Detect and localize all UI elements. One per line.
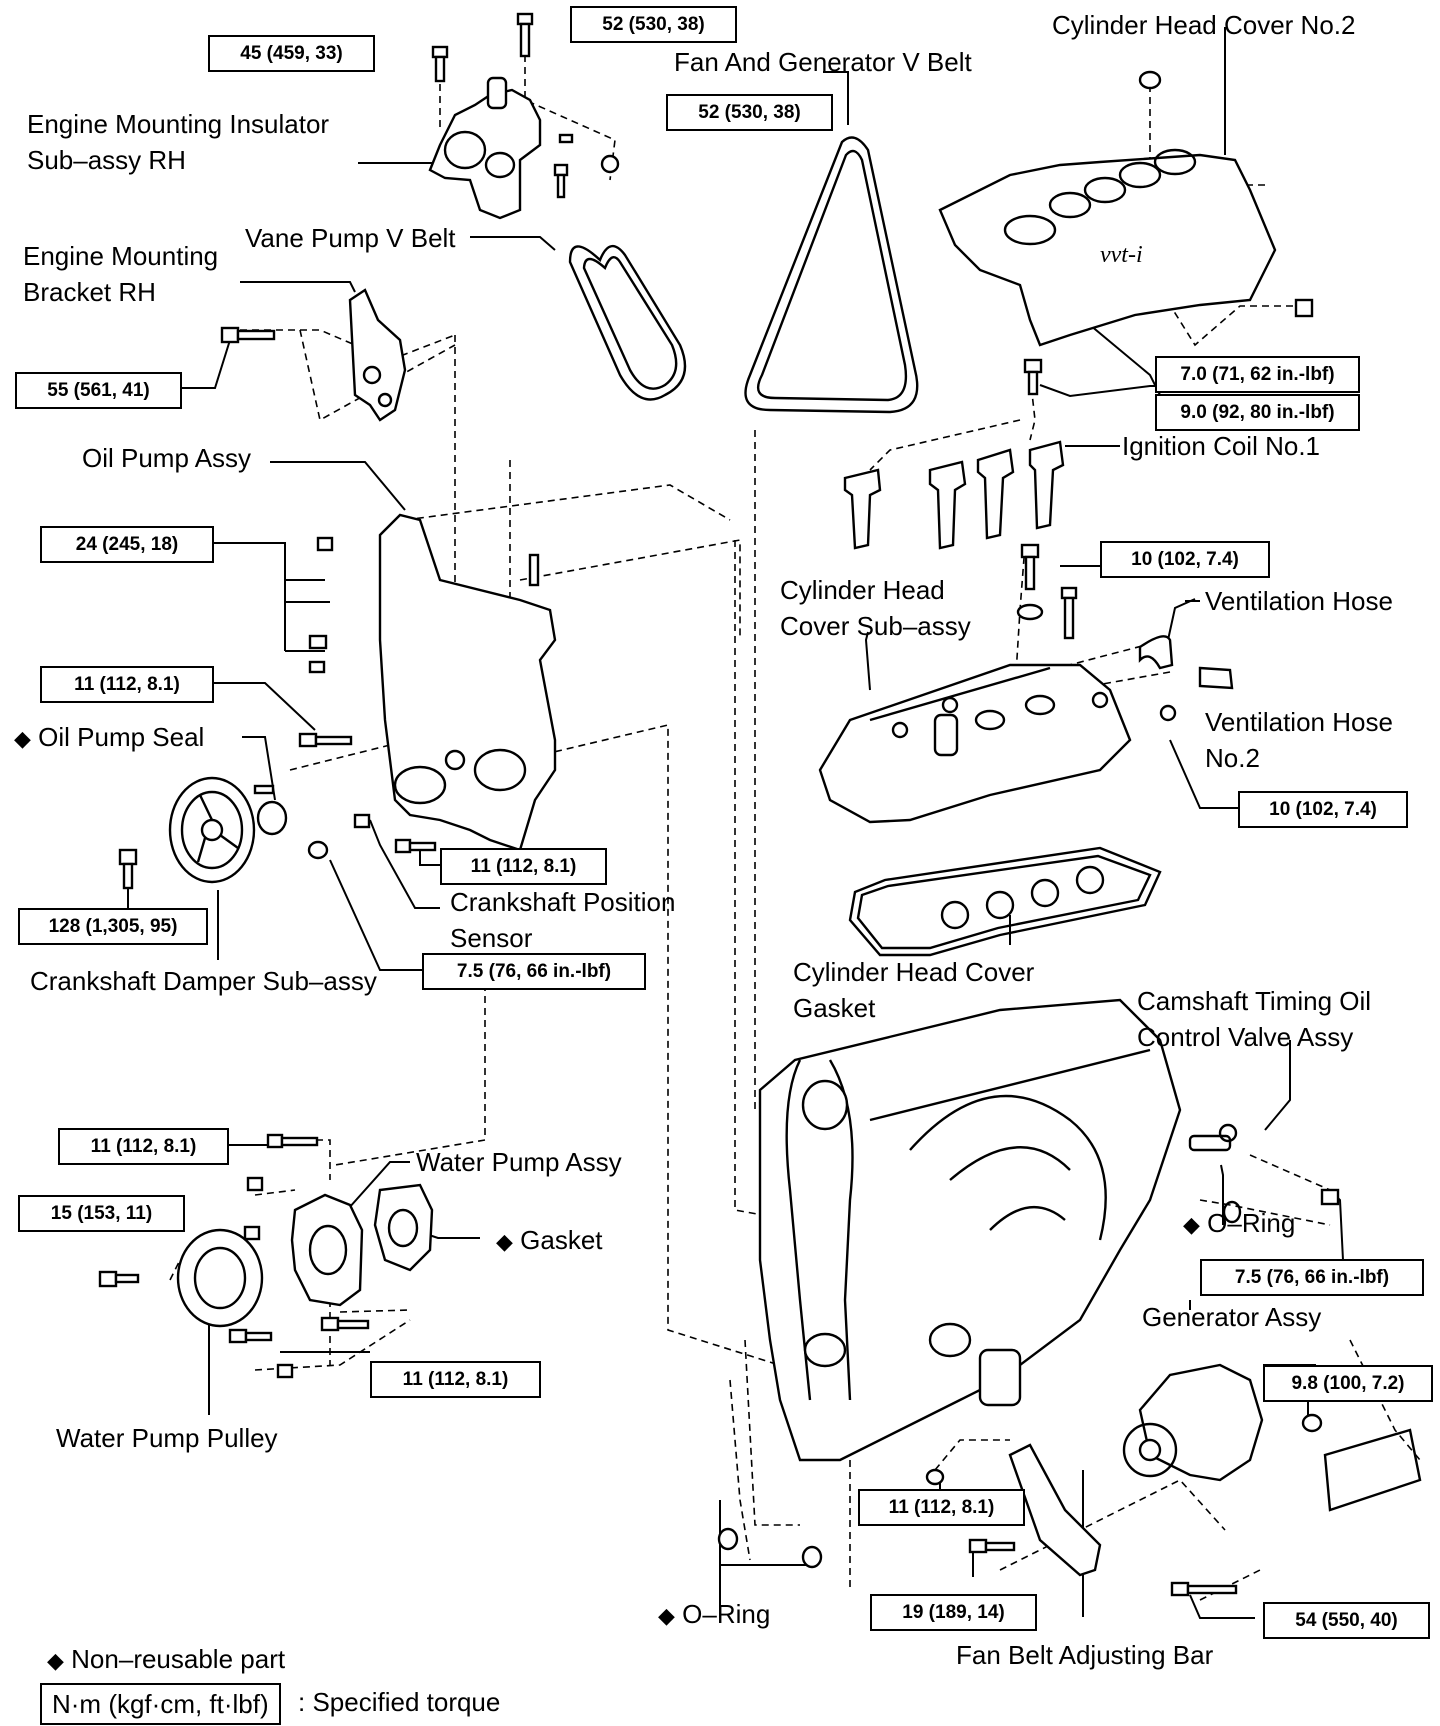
torque-box-7-5-b: 7.5 (76, 66 in.-lbf) bbox=[1200, 1259, 1424, 1296]
non-reusable-diamond-icon: ◆ bbox=[14, 726, 31, 751]
torque-box-55: 55 (561, 41) bbox=[15, 372, 182, 409]
vane-pump-belt-art bbox=[568, 245, 687, 401]
torque-box-9-8: 9.8 (100, 7.2) bbox=[1263, 1365, 1433, 1402]
label-oil-pump-seal: ◆ Oil Pump Seal bbox=[14, 719, 204, 757]
label-ignition-coil-no1: Ignition Coil No.1 bbox=[1122, 431, 1320, 461]
fan-generator-belt-art bbox=[744, 136, 919, 414]
label-ventilation-hose-no2-line2: No.2 bbox=[1205, 743, 1260, 773]
label-oil-pump-assy: Oil Pump Assy bbox=[82, 443, 252, 473]
bolt-45 bbox=[431, 45, 449, 83]
cylinder-head-cover-subassy-art bbox=[818, 663, 1132, 824]
label-cylinder-head-cover-subassy-line2: Cover Sub–assy bbox=[780, 611, 971, 641]
label-gasket-text: Gasket bbox=[520, 1225, 603, 1255]
torque-box-11-b: 11 (112, 8.1) bbox=[440, 848, 607, 885]
label-cylinder-head-cover-subassy-line1: Cylinder Head bbox=[780, 575, 945, 605]
label-camshaft-timing-valve-line2: Control Valve Assy bbox=[1137, 1022, 1354, 1052]
torque-box-11-e: 11 (112, 8.1) bbox=[858, 1489, 1025, 1526]
torque-box-10-a: 10 (102, 7.4) bbox=[1100, 541, 1270, 578]
generator-art bbox=[925, 1363, 1422, 1597]
label-crankshaft-position-sensor-line1: Crankshaft Position bbox=[450, 887, 676, 917]
torque-box-24: 24 (245, 18) bbox=[40, 526, 214, 563]
label-water-pump-assy: Water Pump Assy bbox=[416, 1147, 622, 1177]
legend-non-reusable: ◆ Non–reusable part bbox=[47, 1641, 285, 1679]
label-ventilation-hose-no2-line1: Ventilation Hose bbox=[1205, 707, 1393, 737]
label-o-ring-right-text: O–Ring bbox=[1207, 1208, 1296, 1238]
non-reusable-diamond-icon: ◆ bbox=[496, 1229, 513, 1254]
torque-box-9-0: 9.0 (92, 80 in.-lbf) bbox=[1155, 394, 1360, 431]
label-cylinder-head-cover-gasket-line2: Gasket bbox=[793, 993, 876, 1023]
torque-box-15: 15 (153, 11) bbox=[18, 1195, 185, 1232]
label-cylinder-head-cover-no2: Cylinder Head Cover No.2 bbox=[1052, 10, 1356, 40]
svg-text:vvt-i: vvt-i bbox=[1100, 242, 1143, 268]
legend-unit-box: N·m (kgf·cm, ft·lbf) bbox=[40, 1683, 281, 1725]
torque-box-128: 128 (1,305, 95) bbox=[18, 908, 208, 945]
label-engine-mounting-insulator-line2: Sub–assy RH bbox=[27, 145, 186, 175]
torque-box-52-top: 52 (530, 38) bbox=[570, 6, 737, 43]
label-engine-mounting-insulator-line1: Engine Mounting Insulator bbox=[27, 109, 330, 139]
label-generator-assy: Generator Assy bbox=[1142, 1302, 1322, 1332]
crankshaft-damper-art bbox=[118, 776, 437, 890]
non-reusable-diamond-icon: ◆ bbox=[658, 1603, 675, 1628]
legend-specified-torque: : Specified torque bbox=[298, 1687, 501, 1717]
torque-box-7-0: 7.0 (71, 62 in.-lbf) bbox=[1155, 356, 1360, 393]
cylinder-head-cover-no2-art: vvt-i bbox=[938, 70, 1314, 347]
label-gasket: ◆ Gasket bbox=[496, 1222, 603, 1260]
torque-box-54: 54 (550, 40) bbox=[1263, 1602, 1430, 1639]
torque-box-11-a: 11 (112, 8.1) bbox=[40, 666, 214, 703]
label-vane-pump-v-belt: Vane Pump V Belt bbox=[245, 223, 456, 253]
legend-non-reusable-text: Non–reusable part bbox=[71, 1644, 286, 1674]
label-ventilation-hose: Ventilation Hose bbox=[1205, 586, 1393, 616]
label-crankshaft-position-sensor-line2: Sensor bbox=[450, 923, 533, 953]
engine-mounting-bracket-art bbox=[220, 288, 407, 422]
label-oil-pump-seal-text: Oil Pump Seal bbox=[38, 722, 205, 752]
torque-box-45: 45 (459, 33) bbox=[208, 35, 375, 72]
torque-box-19: 19 (189, 14) bbox=[870, 1594, 1037, 1631]
cylinder-head-cover-gasket-art bbox=[848, 846, 1162, 957]
torque-box-11-c: 11 (112, 8.1) bbox=[58, 1128, 229, 1165]
label-fan-belt-adjusting-bar: Fan Belt Adjusting Bar bbox=[956, 1640, 1214, 1670]
torque-box-11-d: 11 (112, 8.1) bbox=[370, 1361, 541, 1398]
ignition-coils-art bbox=[843, 358, 1078, 640]
torque-box-10-b: 10 (102, 7.4) bbox=[1238, 791, 1408, 828]
label-o-ring-bottom: ◆ O–Ring bbox=[658, 1596, 770, 1634]
label-fan-generator-v-belt: Fan And Generator V Belt bbox=[674, 47, 972, 77]
label-engine-mounting-bracket-line2: Bracket RH bbox=[23, 277, 156, 307]
engine-mount-insulator-art bbox=[428, 76, 620, 220]
label-o-ring-right: ◆ O–Ring bbox=[1183, 1205, 1295, 1243]
label-o-ring-bottom-text: O–Ring bbox=[682, 1599, 771, 1629]
torque-box-52-mid: 52 (530, 38) bbox=[666, 94, 833, 131]
non-reusable-diamond-icon: ◆ bbox=[47, 1648, 64, 1673]
oil-pump-assy-art bbox=[298, 513, 557, 852]
torque-box-7-5-a: 7.5 (76, 66 in.-lbf) bbox=[422, 953, 646, 990]
part-artwork: vvt-i bbox=[98, 12, 1422, 1597]
label-cylinder-head-cover-gasket-line1: Cylinder Head Cover bbox=[793, 957, 1035, 987]
non-reusable-diamond-icon: ◆ bbox=[1183, 1212, 1200, 1237]
label-water-pump-pulley: Water Pump Pulley bbox=[56, 1423, 278, 1453]
engine-block-art bbox=[717, 998, 1340, 1569]
label-crankshaft-damper: Crankshaft Damper Sub–assy bbox=[30, 966, 377, 996]
bolt-top bbox=[516, 12, 534, 58]
label-camshaft-timing-valve-line1: Camshaft Timing Oil bbox=[1137, 986, 1372, 1016]
water-pump-art bbox=[98, 1133, 434, 1379]
label-engine-mounting-bracket-line1: Engine Mounting bbox=[23, 241, 219, 271]
